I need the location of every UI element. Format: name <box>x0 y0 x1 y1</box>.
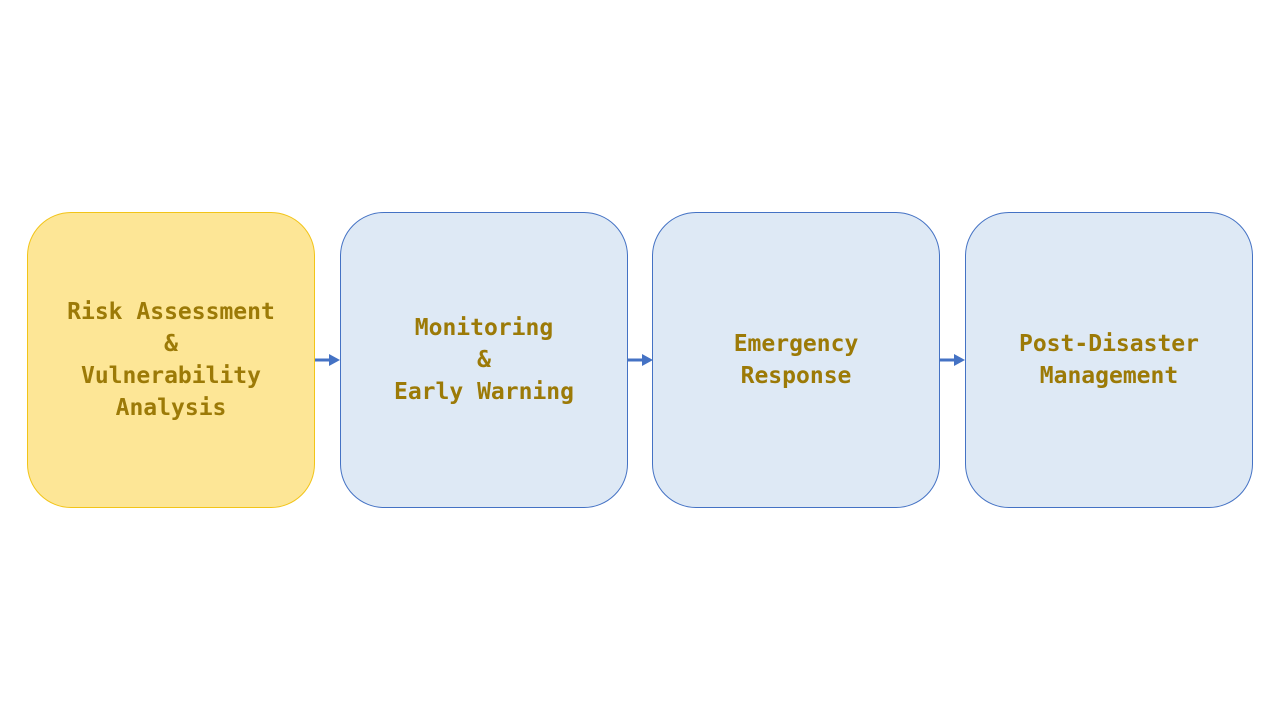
stage-label-line: Risk Assessment <box>67 299 275 325</box>
stage-label-line: Management <box>1039 363 1179 389</box>
stage-post-disaster: Post-Disaster Management <box>965 212 1253 508</box>
flow-arrow-icon <box>628 352 654 368</box>
stage-risk-assessment: Risk Assessment & Vulnerability Analysis <box>27 212 315 508</box>
stage-label-line: Response <box>740 363 852 389</box>
stage-label-line: & <box>164 331 178 357</box>
stage-label: Post-Disaster Management <box>1019 328 1199 392</box>
stage-label-line: & <box>477 347 491 373</box>
stage-label: Risk Assessment & Vulnerability Analysis <box>67 296 275 424</box>
stage-label: Emergency Response <box>734 328 859 392</box>
stage-emergency-response: Emergency Response <box>652 212 940 508</box>
stage-label-line: Analysis <box>115 395 227 421</box>
flow-arrow-icon <box>940 352 966 368</box>
stage-label-line: Monitoring <box>414 315 554 341</box>
stage-label: Monitoring & Early Warning <box>394 312 574 408</box>
stage-label-line: Vulnerability <box>80 363 261 389</box>
stage-label-line: Post-Disaster <box>1018 331 1199 357</box>
flow-arrow-icon <box>315 352 341 368</box>
stage-label-line: Early Warning <box>393 379 574 405</box>
stage-monitoring: Monitoring & Early Warning <box>340 212 628 508</box>
stage-label-line: Emergency <box>733 331 859 357</box>
